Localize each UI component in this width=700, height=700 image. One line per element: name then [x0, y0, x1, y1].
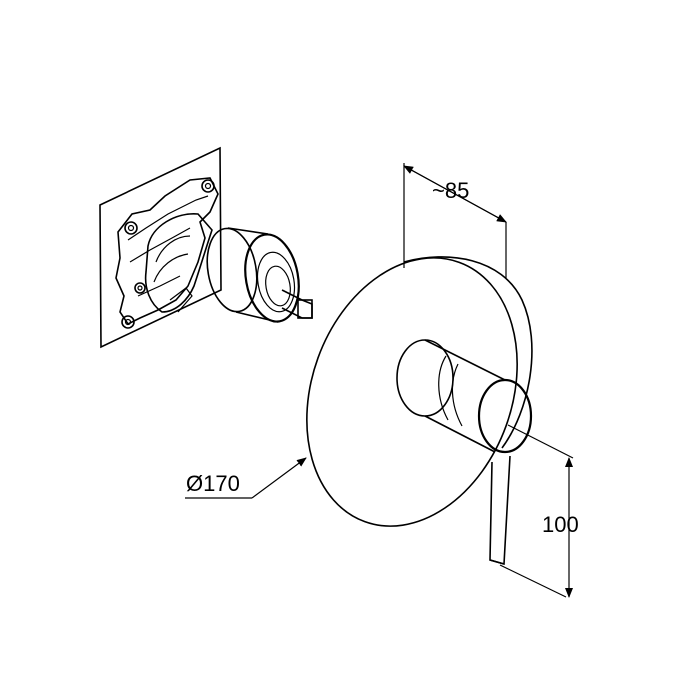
mounting-flange [115, 177, 219, 326]
screw-bottom-left [121, 315, 135, 329]
height-label: 100 [542, 512, 579, 537]
cover-plate-assembly [306, 256, 533, 566]
dimension-height: 100 [499, 424, 579, 598]
cartridge [206, 227, 300, 323]
rosette-plate [306, 257, 518, 527]
handle-body [396, 339, 533, 454]
mounting-plate [99, 146, 222, 349]
screw-top-left [124, 221, 138, 235]
rosette-thickness [403, 256, 533, 449]
concealed-valve-body [99, 146, 313, 349]
valve-housing [144, 213, 213, 313]
dimension-depth: ~85 [403, 163, 507, 278]
diameter-label: Ø170 [186, 471, 240, 496]
depth-label: ~85 [432, 178, 469, 203]
spindle [281, 289, 313, 319]
screw-top-right [201, 179, 215, 193]
dimension-diameter: Ø170 [185, 457, 307, 499]
lever-handle [489, 455, 511, 566]
screw-mid-left [134, 282, 146, 294]
